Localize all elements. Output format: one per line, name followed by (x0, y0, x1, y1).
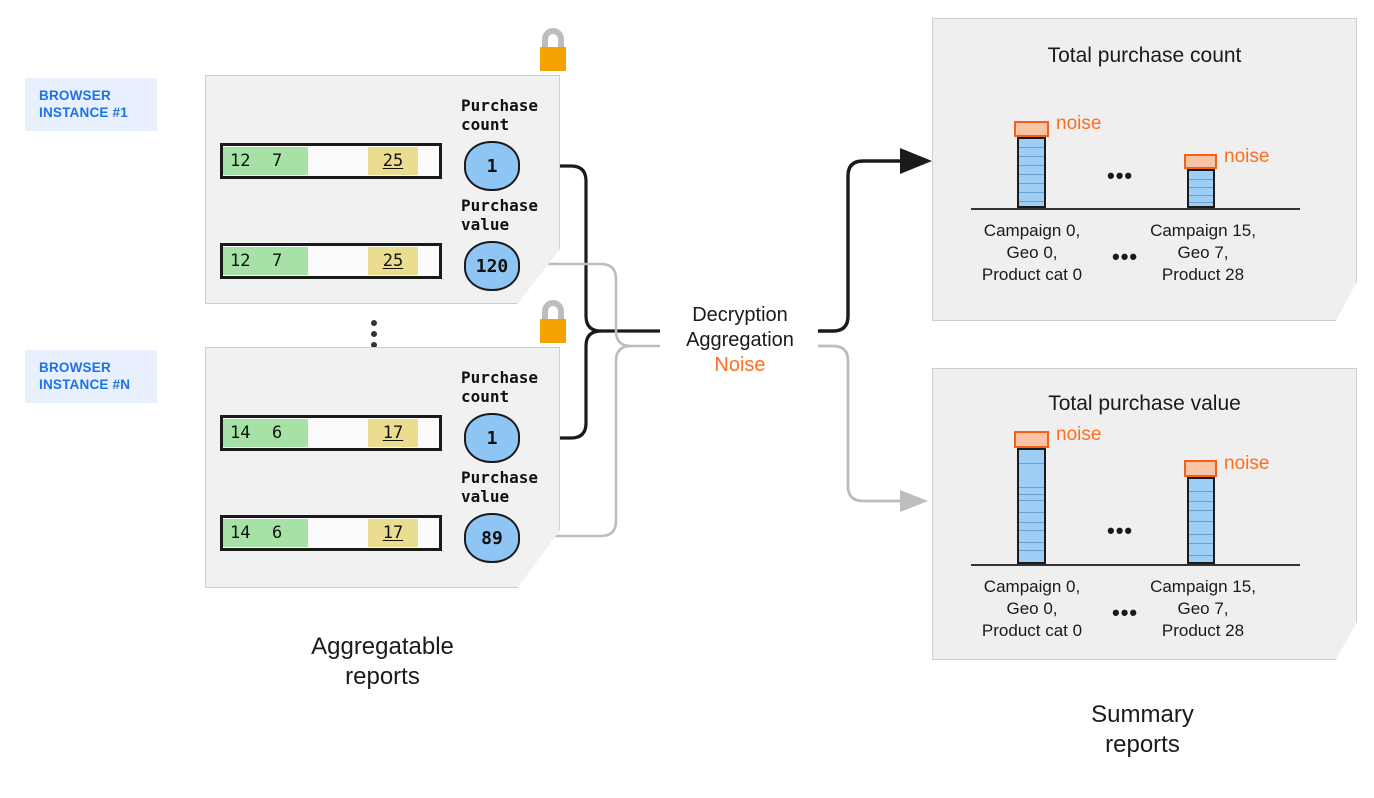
report-cell-geo: 6 (265, 419, 308, 447)
summary-title-value: Total purchase value (1048, 392, 1241, 415)
report-cell-gap (308, 419, 368, 447)
bar-right (1187, 477, 1215, 564)
instances-ellipsis (371, 320, 377, 348)
report-cell-geo: 7 (265, 247, 308, 275)
report-cell-product: 17 (368, 519, 418, 547)
noise-text: Noise (714, 354, 766, 376)
category-label-left: Campaign 0, Geo 0, Product cat 0 (981, 221, 1083, 284)
purchase-count-bubble: 1 (464, 413, 520, 463)
padlock-icon (535, 22, 571, 83)
noise-label-right: noise (1224, 453, 1270, 474)
aggregation-text: Aggregation (686, 329, 794, 351)
bar-left (1017, 448, 1046, 564)
report-cell-product: 25 (368, 147, 418, 175)
summary-report-panel-count (932, 18, 1357, 321)
chart-ellipsis: ••• (1107, 163, 1134, 188)
purchase-count-label: Purchase count (461, 368, 539, 406)
summary-title-count: Total purchase count (1047, 44, 1242, 67)
chart-baseline (971, 208, 1300, 210)
summary-report-panel-value (932, 368, 1357, 660)
purchase-value-bubble: 89 (464, 513, 520, 563)
report-cell-campaign: 14 (223, 419, 265, 447)
browser-instance-1-tag: BROWSER INSTANCE #1 (25, 78, 157, 131)
purchase-count-label: Purchase count (461, 96, 539, 134)
browser-instance-n-tag: BROWSER INSTANCE #N (25, 350, 157, 403)
purchase-value-label: Purchase value (461, 468, 539, 506)
report-cell-product: 25 (368, 247, 418, 275)
category-ellipsis: ••• (1112, 600, 1139, 625)
chart-purchase-value: noise ••• noise Campaign 0, Geo 0, Produ… (932, 368, 1357, 660)
report-cell-campaign: 14 (223, 519, 265, 547)
noise-label-right: noise (1224, 146, 1270, 167)
aggregatable-reports-caption: Aggregatable reports (311, 633, 454, 690)
report-cell-gap (308, 247, 368, 275)
noise-cap-right (1184, 154, 1217, 169)
report-cell-product: 17 (368, 419, 418, 447)
report-row: 14 6 17 (220, 515, 442, 551)
report-row: 12 7 25 (220, 243, 442, 279)
noise-cap-left (1014, 121, 1049, 137)
bar-left (1017, 137, 1046, 208)
purchase-value-bubble: 120 (464, 241, 520, 291)
summary-reports-caption: Summary reports (1091, 701, 1194, 758)
noise-cap-right (1184, 460, 1217, 477)
bar-right (1187, 169, 1215, 208)
purchase-count-bubble: 1 (464, 141, 520, 191)
purchase-value-label: Purchase value (461, 196, 539, 234)
chart-purchase-count: noise ••• noise Campaign 0, Geo 0, Produ… (932, 18, 1357, 321)
chart-ellipsis: ••• (1107, 518, 1134, 543)
report-cell-gap (308, 147, 368, 175)
category-label-right: Campaign 15, Geo 7, Product 28 (1150, 221, 1256, 284)
report-cell-campaign: 12 (223, 147, 265, 175)
padlock-icon (535, 294, 571, 355)
report-row: 12 7 25 (220, 143, 442, 179)
category-ellipsis: ••• (1112, 244, 1139, 269)
category-label-right: Campaign 15, Geo 7, Product 28 (1150, 577, 1256, 640)
category-label-left: Campaign 0, Geo 0, Product cat 0 (981, 577, 1083, 640)
report-cell-campaign: 12 (223, 247, 265, 275)
decryption-text: Decryption (692, 304, 788, 326)
report-cell-gap (308, 519, 368, 547)
report-row: 14 6 17 (220, 415, 442, 451)
noise-label-left: noise (1056, 113, 1102, 134)
noise-label-left: noise (1056, 424, 1102, 445)
report-cell-geo: 6 (265, 519, 308, 547)
chart-baseline (971, 564, 1300, 566)
noise-cap-left (1014, 431, 1049, 448)
report-cell-geo: 7 (265, 147, 308, 175)
aggregation-service-label: Decryption Aggregation Noise (660, 303, 820, 378)
